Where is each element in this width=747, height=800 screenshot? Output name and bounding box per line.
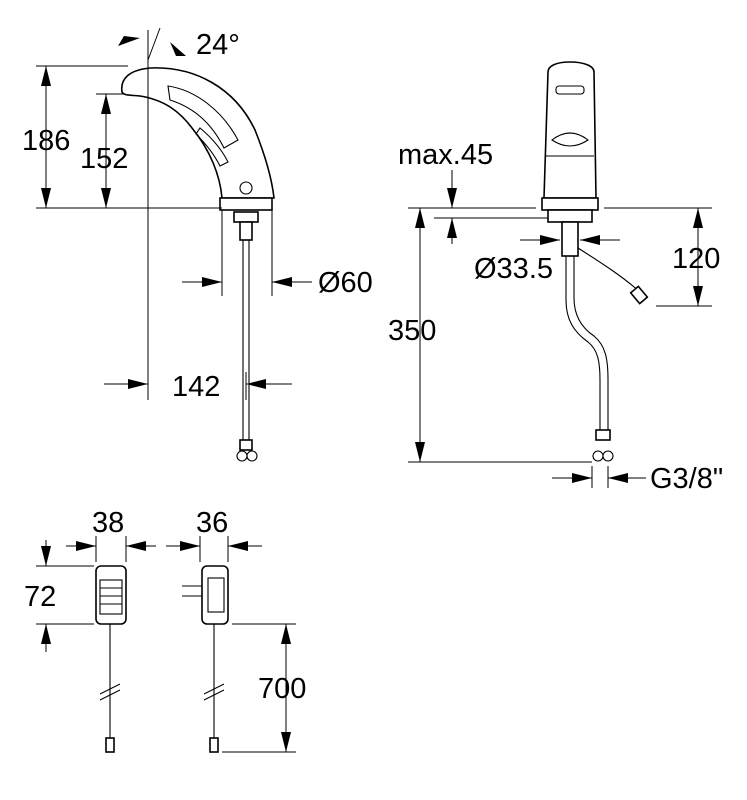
hole-diameter-arrow-left [540,235,560,245]
hose-length-label: 350 [388,315,436,347]
faucet-spout-body [121,67,275,199]
faucet-front-body [543,61,597,199]
thread-arrow-right [608,473,628,483]
front-sensor-window [555,85,585,95]
total-height-arrow-bottom [41,188,51,208]
front-sensor-lens [551,132,589,147]
faucet-base [219,197,273,211]
faucet-button [239,181,253,195]
hose-nut-left [236,450,248,462]
cable-height-arrow-top [693,208,703,228]
max-thickness-arrow-top [447,188,457,208]
front-base [541,197,599,211]
cable-height-label: 120 [672,243,720,275]
angle-label: 24° [196,29,240,61]
max-thickness-label: max.45 [398,139,493,171]
hole-diameter-label: Ø33.5 [474,253,553,285]
front-mount-nut [547,209,593,223]
adapter-side-break-1 [203,683,225,695]
front-width-arrow-right [126,541,146,551]
front-hose-outer [573,256,609,430]
max-thickness-arrow-bottom [447,218,457,238]
angle-arrow-right [170,42,186,56]
side-width-arrow-left [180,541,200,551]
front-width-label: 38 [92,507,124,539]
angle-line-tilted [147,27,161,61]
hose-length-arrow-top [415,208,425,228]
spout-reach-arrow-left [128,379,148,389]
faucet-mount-nut [233,211,259,223]
adapter-height-arrow-bottom [41,624,51,644]
hose-nut-right [246,450,258,462]
front-hose-nut-right [602,450,614,462]
cable-length-arrow-top [281,624,291,644]
adapter-views: 38 36 72 700 [24,507,306,753]
spout-reach-label: 142 [172,371,220,403]
adapter-front-grille [99,579,123,615]
hose-length-arrow-bottom [415,442,425,462]
front-hose [565,256,601,430]
adapter-front-plug [105,737,115,753]
front-hose-fitting [595,429,611,441]
adapter-height-label: 72 [24,581,56,613]
faucet-side-view: 24° 186 152 Ø60 142 [22,27,373,462]
faucet-spout-inner-slot [167,85,239,149]
base-diameter-label: Ø60 [318,267,373,299]
adapter-side-break-2 [203,689,225,701]
front-width-arrow-left [76,541,96,551]
hose-fitting [239,439,253,451]
faucet-shank [239,221,253,241]
side-width-label: 36 [196,507,228,539]
cable-length-label: 700 [258,673,306,705]
hole-diameter-arrow-right [580,235,600,245]
sensor-cable-connector [629,285,649,305]
front-hose-nut-left [592,450,604,462]
spout-height-arrow-bottom [101,188,111,208]
thread-arrow-left [572,473,592,483]
base-diameter-arrow-right [272,277,292,287]
faucet-sensor-window [195,127,229,167]
total-height-arrow-top [41,66,51,86]
spout-height-label: 152 [80,143,128,175]
adapter-height-arrow-top [41,546,51,566]
spout-reach-arrow-right [246,379,266,389]
side-width-arrow-right [228,541,248,551]
front-shank [561,221,579,257]
adapter-front-break-2 [99,689,121,701]
thread-label: G3/8" [650,463,723,495]
cable-length-arrow-bottom [281,732,291,752]
faucet-front-view: max.45 Ø33.5 350 120 G3/8" [388,61,723,495]
adapter-side-grille [207,577,225,613]
base-diameter-arrow-left [202,277,222,287]
sensor-cable [577,247,641,293]
spout-height-arrow-top [101,94,111,114]
angle-arrow-left [118,36,140,46]
adapter-front-break-1 [99,683,121,695]
adapter-side-plug [209,737,219,753]
cable-height-arrow-bottom [693,286,703,306]
total-height-label: 186 [22,125,70,157]
